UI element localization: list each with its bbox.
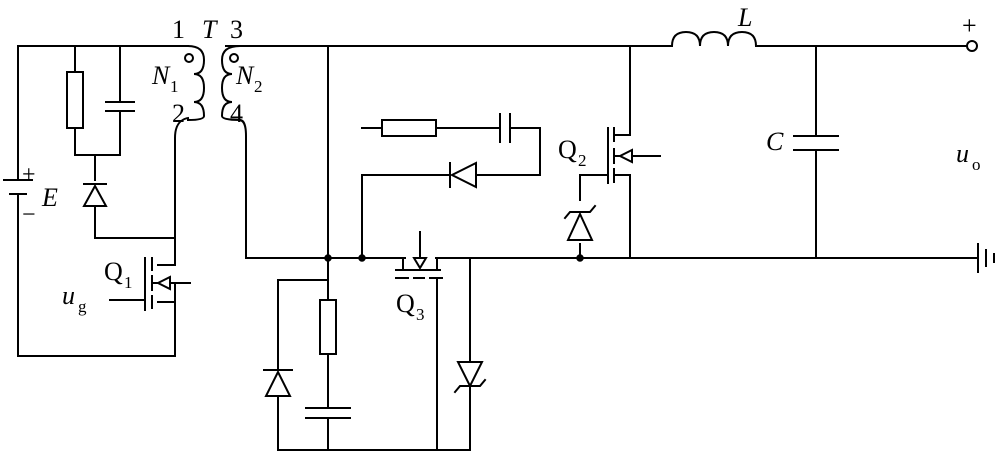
q2-gate-network xyxy=(361,127,581,259)
q3-snubber-wires xyxy=(277,257,471,451)
label-transformer: T xyxy=(202,15,218,44)
winding-bottom-wire xyxy=(238,118,406,259)
label-q3-sub: 3 xyxy=(416,305,425,324)
output-terminal-plus xyxy=(966,40,978,52)
label-q2: Q xyxy=(558,135,577,164)
q1-mosfet xyxy=(109,257,191,311)
label-source-minus: − xyxy=(22,202,36,228)
q3-zener xyxy=(453,361,487,394)
label-winding1-sub: 1 xyxy=(170,77,179,96)
junction-dot-2 xyxy=(358,254,366,262)
dot-primary xyxy=(184,53,194,63)
secondary-side xyxy=(225,30,995,451)
label-pin2: 2 xyxy=(172,99,185,128)
label-source-plus: + xyxy=(22,162,36,188)
label-q2-sub: 2 xyxy=(578,151,587,170)
junction-dot-3 xyxy=(576,254,584,262)
inductor-l xyxy=(670,30,758,48)
transformer-t xyxy=(184,44,242,122)
q2-gate-resistor xyxy=(381,119,437,137)
label-pin1: 1 xyxy=(172,15,185,44)
primary-side xyxy=(3,45,191,357)
primary-winding xyxy=(186,44,206,122)
label-output-voltage-sub: o xyxy=(972,155,981,174)
clamp-network-wires xyxy=(74,45,176,239)
secondary-winding xyxy=(220,44,242,122)
output-capacitor xyxy=(793,45,839,259)
label-gate-voltage-sub: g xyxy=(78,297,87,316)
label-winding2: N xyxy=(235,61,255,90)
ground-symbol xyxy=(977,243,995,273)
label-output-voltage: u xyxy=(956,139,969,168)
label-q1: Q xyxy=(104,257,123,286)
label-inductor: L xyxy=(737,3,752,32)
clamp-resistor xyxy=(66,71,84,129)
q2-zener xyxy=(563,204,597,241)
label-winding1: N xyxy=(151,61,171,90)
labels: 1 T 3 N 1 N 2 2 4 L + C u o Q 2 E + − Q … xyxy=(22,3,981,324)
q3-mosfet xyxy=(395,231,443,451)
label-q1-sub: 1 xyxy=(124,273,133,292)
clamp-capacitor xyxy=(105,101,135,126)
q2-drain-wire xyxy=(613,45,631,136)
q2-gate-diode xyxy=(449,161,477,189)
q2-gate-capacitor xyxy=(499,113,511,143)
label-pin3: 3 xyxy=(230,15,243,44)
junction-dot-1 xyxy=(324,254,332,262)
label-source: E xyxy=(41,183,58,212)
snubber-capacitor xyxy=(305,353,351,419)
source-e xyxy=(3,179,33,219)
label-capacitor: C xyxy=(766,127,784,156)
label-plus-out: + xyxy=(962,11,977,40)
q2-mosfet xyxy=(579,127,661,184)
clamp-diode xyxy=(82,183,108,207)
primary-left-wire xyxy=(17,45,176,357)
winding-to-q1-wire xyxy=(157,116,190,266)
label-gate-voltage: u xyxy=(62,281,75,310)
snubber-resistor xyxy=(319,299,337,355)
label-winding2-sub: 2 xyxy=(254,77,263,96)
label-pin4: 4 xyxy=(230,99,243,128)
label-q3: Q xyxy=(396,289,415,318)
dot-secondary xyxy=(229,53,239,63)
q2-source-wire xyxy=(613,174,631,259)
snubber-diode xyxy=(263,369,293,397)
